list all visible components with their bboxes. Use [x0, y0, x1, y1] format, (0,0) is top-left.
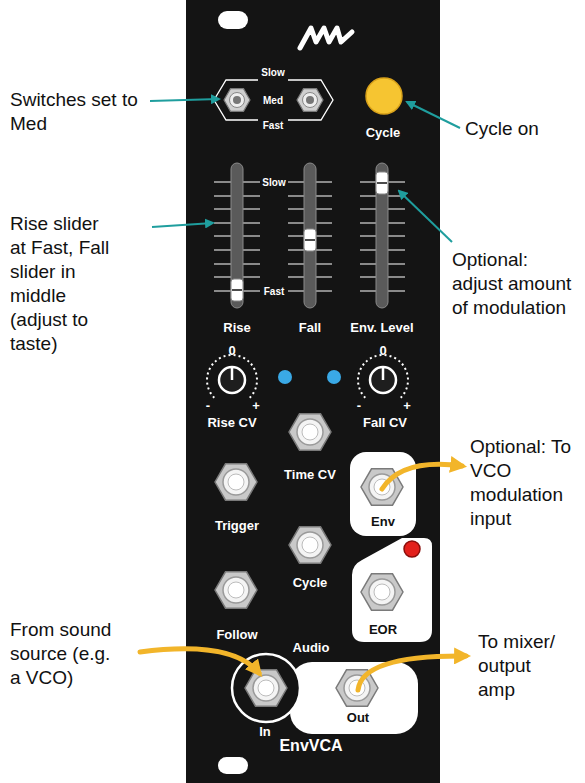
panel-label: Env. Level: [350, 320, 413, 335]
led-red: [404, 541, 420, 557]
mounting-hole: [218, 11, 248, 29]
knob-scale-mark: +: [403, 398, 411, 413]
jack: [215, 572, 257, 608]
panel-label: Out: [347, 710, 369, 725]
attenuverter-knob: [219, 367, 245, 393]
knob-scale-mark: +: [252, 398, 260, 413]
panel-label: Time CV: [284, 467, 336, 482]
slider-cap: [376, 172, 388, 194]
jack: [361, 574, 403, 610]
slider-cap-line: [377, 182, 387, 184]
slider-cap: [231, 279, 243, 301]
panel-label: Trigger: [215, 518, 259, 533]
knob-scale-mark: 0: [228, 343, 235, 358]
panel-label: Follow: [216, 627, 257, 642]
panel-label: Rise: [223, 320, 250, 335]
slider-track: [231, 163, 243, 308]
callout-text: Optional: To VCO modulation input: [470, 435, 580, 531]
slider-cap: [304, 229, 316, 251]
callout-text: Switches set to Med: [10, 88, 150, 136]
slider-track: [376, 163, 388, 308]
module-name: EnvVCA: [279, 737, 342, 755]
panel-label: EOR: [369, 622, 397, 637]
mounting-hole: [218, 757, 248, 774]
callout-text: Cycle on: [465, 117, 575, 141]
panel-label: Audio: [293, 640, 330, 655]
panel-label: Cycle: [293, 575, 328, 590]
leader-arrow: [150, 99, 219, 101]
slider-track: [304, 163, 316, 308]
panel-label: Cycle: [366, 125, 401, 140]
signal-arrow: [140, 649, 259, 673]
knob-pointer: [231, 368, 234, 380]
signal-arrow: [382, 464, 462, 489]
scale-label: Fast: [263, 120, 284, 131]
knob-scale-arc: [358, 355, 408, 398]
leader-arrow: [152, 223, 213, 227]
panel-label: Fall: [299, 320, 321, 335]
jack: [289, 414, 331, 450]
panel-label: Fall CV: [363, 415, 407, 430]
attenuverter-knob: [370, 367, 396, 393]
callout-text: Optional: adjust amount of modulation: [452, 248, 577, 320]
slider-cap-line: [232, 289, 242, 291]
knob-scale-mark: 0: [379, 343, 386, 358]
leader-arrow: [407, 102, 460, 128]
callout-text: Rise slider at Fast, Fall slider in midd…: [10, 212, 114, 356]
switch-outline: [214, 80, 333, 120]
panel-label: Rise CV: [207, 415, 256, 430]
module-panel: [186, 0, 440, 783]
jack: [215, 464, 257, 500]
brand-logo: [300, 28, 352, 48]
toggle-switch: [297, 89, 323, 112]
signal-arrow: [358, 656, 466, 690]
led-blue: [278, 370, 292, 384]
audio-in-ring: [232, 654, 300, 722]
scale-label: Slow: [261, 67, 284, 78]
jack: [245, 670, 287, 706]
knob-pointer: [382, 368, 385, 380]
panel-label: In: [259, 724, 271, 739]
cycle-button: [366, 78, 402, 114]
slider-cap-line: [305, 239, 315, 241]
knob-scale-arc: [207, 355, 257, 398]
scale-label: Slow: [262, 177, 285, 188]
audio-region: [290, 662, 418, 734]
output-region: [352, 538, 432, 642]
leader-arrow: [399, 191, 452, 242]
knob-scale-mark: -: [206, 398, 210, 413]
knob-scale-mark: -: [357, 398, 361, 413]
jack: [289, 527, 331, 563]
panel-label: Env: [371, 514, 395, 529]
toggle-switch: [224, 89, 250, 112]
led-blue: [327, 370, 341, 384]
callout-text: To mixer/ output amp: [478, 630, 570, 702]
output-region: [350, 452, 416, 536]
callout-text: From sound source (e.g. a VCO): [10, 618, 118, 690]
scale-label: Fast: [264, 286, 285, 297]
scale-label: Med: [263, 95, 283, 106]
